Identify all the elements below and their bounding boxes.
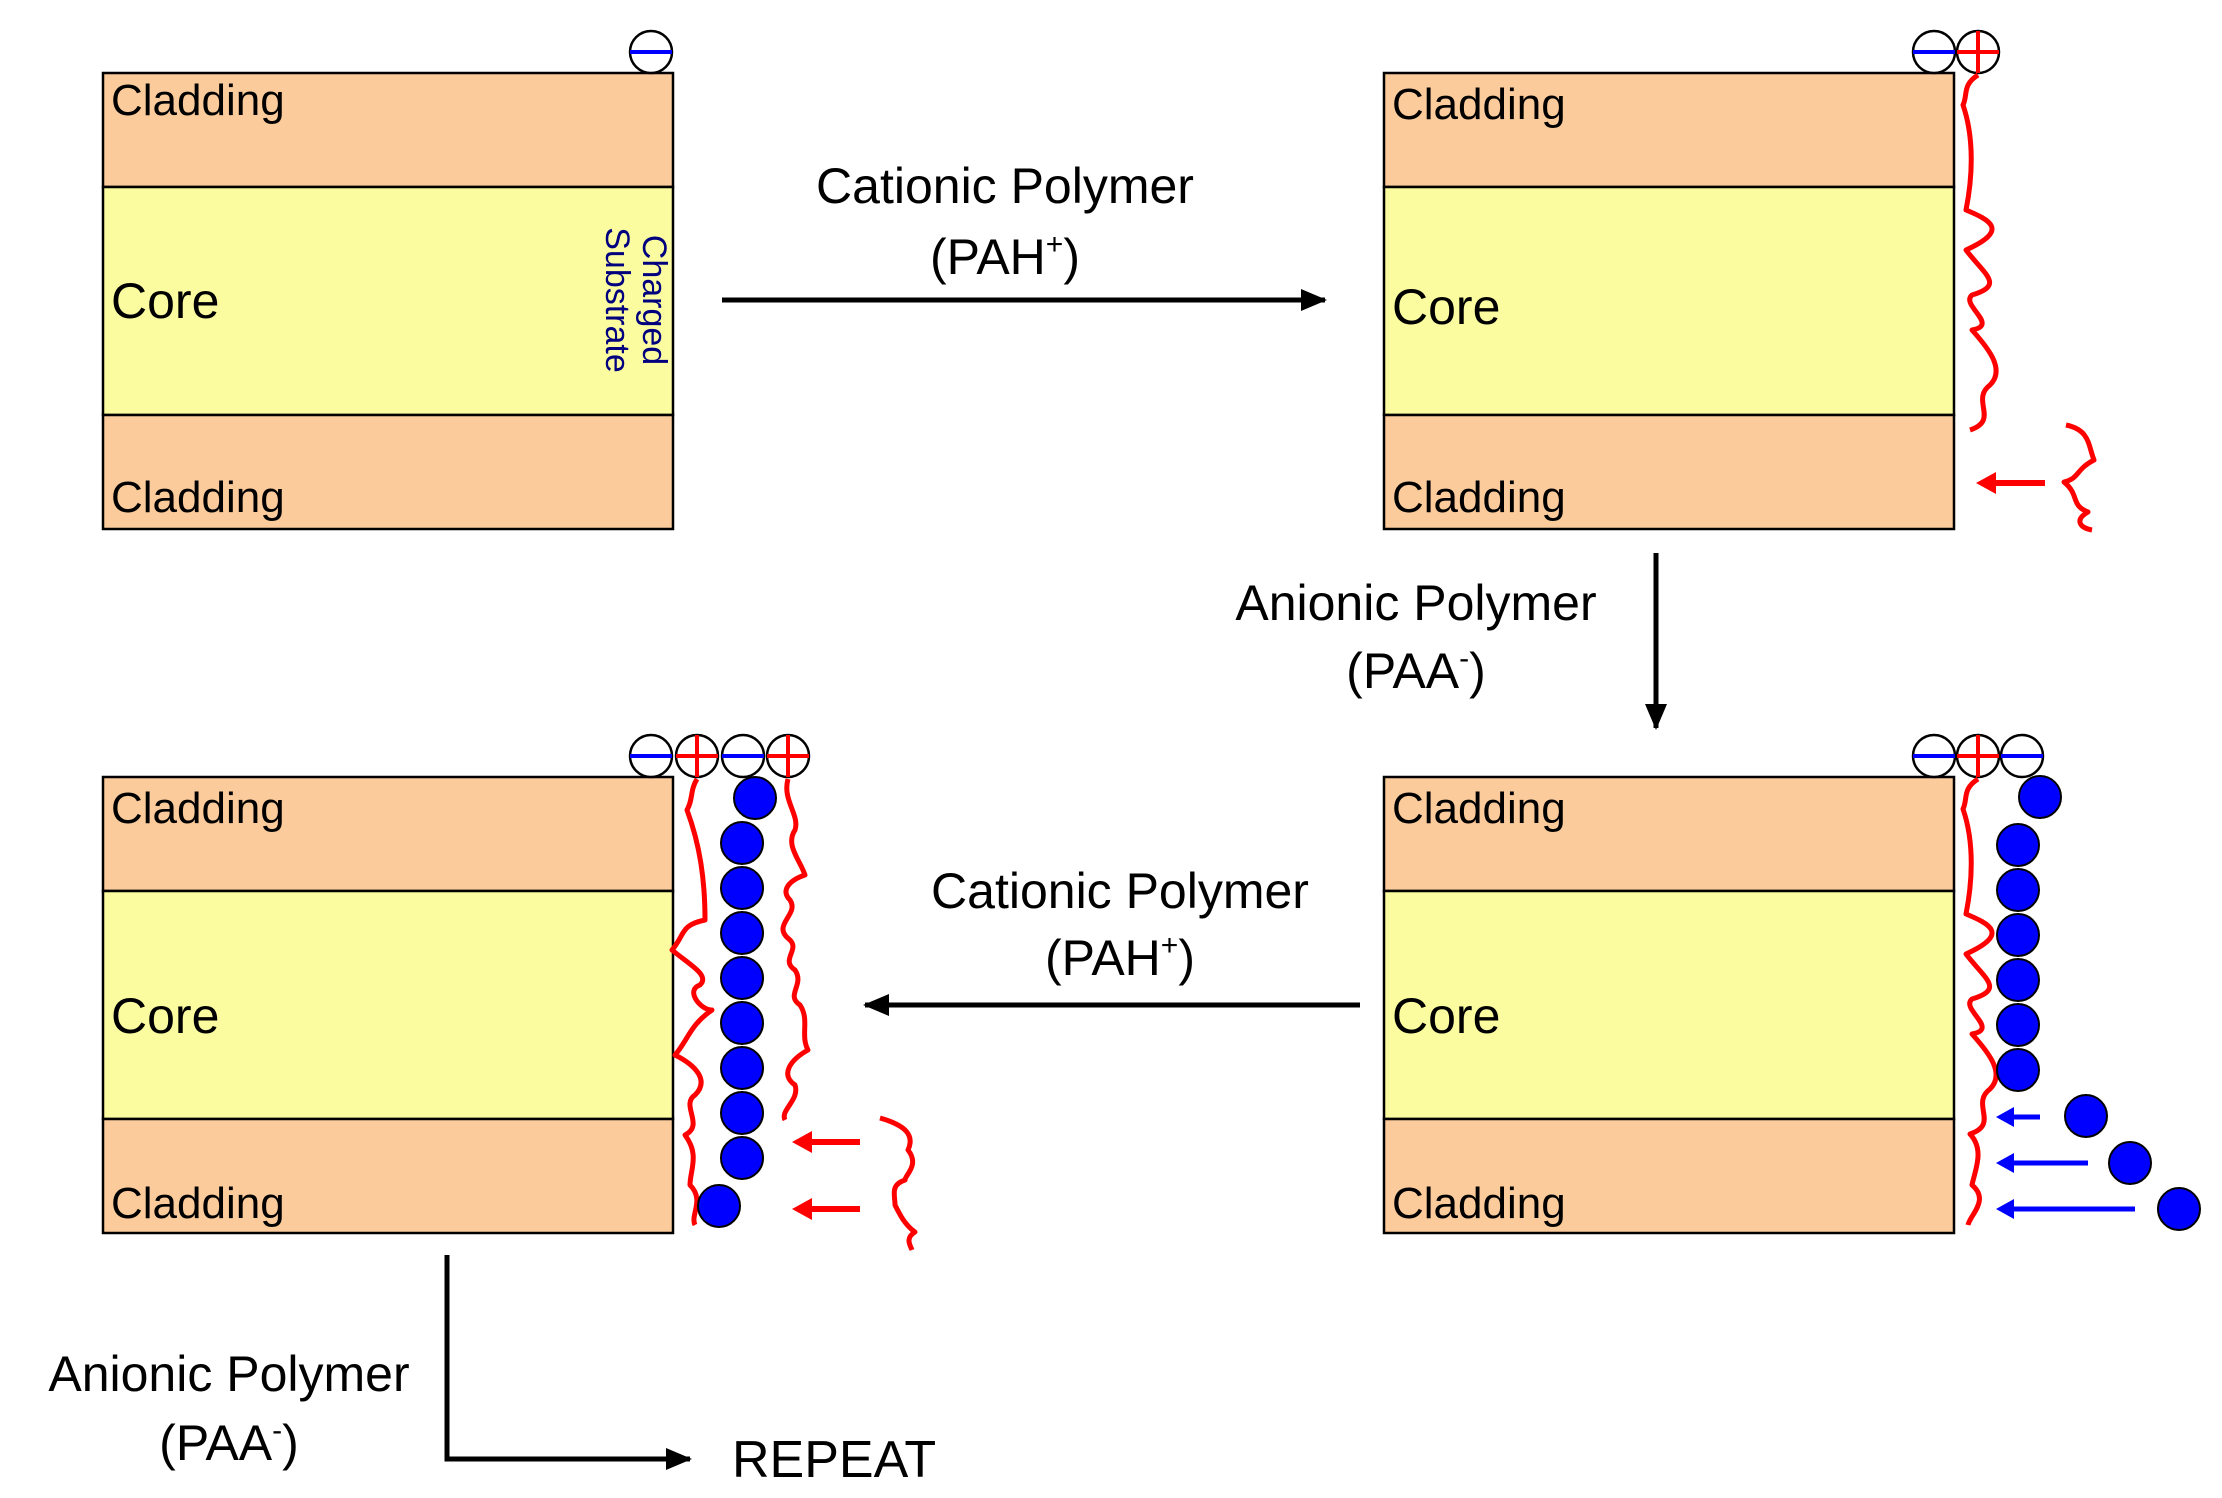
panel-1: Cladding Core Cladding Charged Substrate bbox=[101, 29, 675, 531]
cladding-bottom bbox=[101, 413, 675, 531]
cationic-polymer-chain bbox=[669, 777, 715, 1227]
cationic-polymer-free bbox=[879, 1115, 918, 1251]
negative-charge-icon bbox=[628, 29, 674, 75]
cladding-top bbox=[1382, 775, 1956, 893]
cladding-top bbox=[1382, 71, 1956, 189]
core-label: Core bbox=[111, 988, 219, 1044]
core-label: Core bbox=[1392, 988, 1500, 1044]
cladding-top-label: Cladding bbox=[1392, 784, 1566, 833]
anionic-polymer-chain bbox=[697, 776, 777, 1228]
approach-arrows bbox=[792, 1131, 860, 1220]
svg-text:(PAH+): (PAH+) bbox=[1045, 929, 1195, 986]
positive-charge-icon bbox=[765, 733, 811, 779]
svg-text:Charged: Charged bbox=[635, 235, 673, 365]
negative-charge-icon bbox=[1911, 29, 1957, 75]
negative-charge-icon bbox=[1911, 733, 1957, 779]
step-3-label: Cationic Polymer (PAH+) bbox=[931, 863, 1309, 986]
core-layer bbox=[101, 889, 675, 1121]
svg-text:Anionic Polymer: Anionic Polymer bbox=[1235, 575, 1596, 631]
svg-text:Anionic Polymer: Anionic Polymer bbox=[48, 1346, 409, 1402]
panel-4: Cladding Core Cladding bbox=[101, 733, 918, 1251]
repeat-label: REPEAT bbox=[732, 1431, 936, 1489]
core-layer bbox=[1382, 185, 1956, 417]
panel-2: Cladding Core Cladding bbox=[1382, 29, 2097, 533]
svg-text:Cationic Polymer: Cationic Polymer bbox=[816, 158, 1194, 214]
svg-text:(PAA-): (PAA-) bbox=[1346, 642, 1486, 699]
cationic-polymer-chain-2 bbox=[780, 778, 811, 1122]
cladding-top-label: Cladding bbox=[1392, 80, 1566, 129]
process-arrow-4 bbox=[444, 1255, 692, 1470]
positive-charge-icon bbox=[1955, 733, 2001, 779]
cladding-bottom bbox=[101, 1117, 675, 1235]
core-layer bbox=[101, 185, 675, 417]
svg-text:(PAH+): (PAH+) bbox=[930, 228, 1080, 285]
cationic-polymer-free bbox=[2061, 422, 2097, 533]
cladding-bottom bbox=[1382, 413, 1956, 531]
cladding-top-label: Cladding bbox=[111, 76, 285, 125]
cladding-bottom-label: Cladding bbox=[111, 1179, 285, 1228]
svg-text:Cationic Polymer: Cationic Polymer bbox=[931, 863, 1309, 919]
core-label: Core bbox=[1392, 279, 1500, 335]
core-layer bbox=[1382, 889, 1956, 1121]
panel-3: Cladding Core Cladding bbox=[1382, 733, 2201, 1235]
cladding-top-label: Cladding bbox=[111, 784, 285, 833]
svg-text:Substrate: Substrate bbox=[598, 227, 636, 373]
cationic-polymer-chain bbox=[1960, 776, 1999, 1226]
step-2-label: Anionic Polymer (PAA-) bbox=[1235, 575, 1596, 699]
step-4-label: Anionic Polymer (PAA-) bbox=[48, 1346, 409, 1471]
cladding-top bbox=[101, 775, 675, 893]
cladding-top bbox=[101, 71, 675, 189]
cladding-bottom-label: Cladding bbox=[1392, 473, 1566, 522]
positive-charge-icon bbox=[674, 733, 720, 779]
cladding-bottom-label: Cladding bbox=[111, 473, 285, 522]
cladding-bottom-label: Cladding bbox=[1392, 1179, 1566, 1228]
step-1-label: Cationic Polymer (PAH+) bbox=[816, 158, 1194, 285]
cladding-bottom bbox=[1382, 1117, 1956, 1235]
cationic-polymer-chain bbox=[1960, 72, 1999, 433]
svg-text:(PAA-): (PAA-) bbox=[159, 1414, 299, 1471]
approach-arrows bbox=[1996, 1107, 2135, 1219]
negative-charge-icon bbox=[628, 733, 674, 779]
charged-substrate-label: Charged Substrate bbox=[598, 227, 673, 373]
negative-charge-icon bbox=[720, 733, 766, 779]
positive-charge-icon bbox=[1955, 29, 2001, 75]
core-label: Core bbox=[111, 273, 219, 329]
negative-charge-icon bbox=[1999, 733, 2045, 779]
anionic-polymer-chain bbox=[1996, 775, 2062, 1092]
anionic-polymer-free bbox=[2064, 1094, 2201, 1231]
